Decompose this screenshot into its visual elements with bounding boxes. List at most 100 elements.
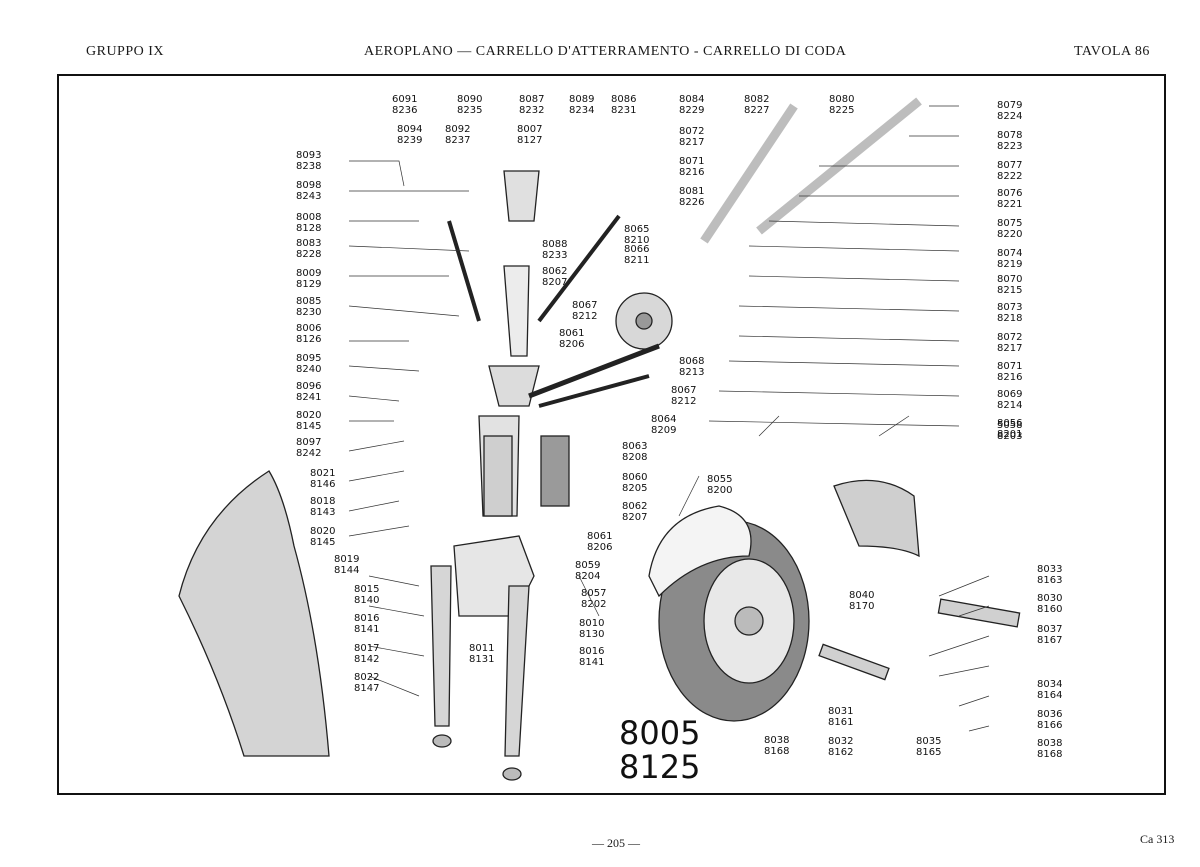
oleo-cylinder xyxy=(483,435,513,517)
part-number: 8035 xyxy=(916,736,942,747)
wheel-cover xyxy=(648,505,752,598)
part-number-alt: 8126 xyxy=(296,334,322,345)
part-number-alt: 8168 xyxy=(1037,749,1063,760)
part-number-alt: 8167 xyxy=(1037,635,1063,646)
part-number: 8017 xyxy=(354,643,380,654)
fork-leg-left xyxy=(430,565,452,727)
part-number-alt: 8214 xyxy=(997,400,1023,411)
part-number-alt: 8213 xyxy=(679,367,705,378)
part-number-alt: 8234 xyxy=(569,105,595,116)
part-number-alt: 8141 xyxy=(579,657,605,668)
part-number-alt: 8206 xyxy=(559,339,585,350)
part-number: 8034 xyxy=(1037,679,1063,690)
part-number: 8067 xyxy=(572,300,598,311)
part-number: 8055 xyxy=(707,474,733,485)
part-number-alt: 8229 xyxy=(679,105,705,116)
part-number-alt: 8228 xyxy=(296,249,322,260)
part-number: 8072 xyxy=(997,332,1023,343)
part-number-alt: 8206 xyxy=(587,542,613,553)
part-number-alt: 8166 xyxy=(1037,720,1063,731)
part-number: 8081 xyxy=(679,186,705,197)
part-number-alt: 8205 xyxy=(622,483,648,494)
part-number-alt: 8129 xyxy=(296,279,322,290)
part-number: 8078 xyxy=(997,130,1023,141)
part-number: 8087 xyxy=(519,94,545,105)
part-number: 5058 xyxy=(997,420,1023,431)
part-number: 8084 xyxy=(679,94,705,105)
axle-nut-left xyxy=(432,734,452,748)
shock-strut-1 xyxy=(700,103,798,244)
part-number-alt: 8240 xyxy=(296,364,322,375)
hub-center xyxy=(734,606,764,636)
part-number: 8080 xyxy=(829,94,855,105)
part-number: 8068 xyxy=(679,356,705,367)
part-number: 8020 xyxy=(310,526,336,537)
part-number-alt: 8242 xyxy=(296,448,322,459)
part-number: 8038 xyxy=(764,735,790,746)
part-number: 8015 xyxy=(354,584,380,595)
part-number-alt: 8220 xyxy=(997,229,1023,240)
part-number: 8066 xyxy=(624,244,650,255)
part-number-alt: 8131 xyxy=(469,654,495,665)
part-number-alt: 8203 xyxy=(997,431,1023,442)
part-number-alt: 8231 xyxy=(611,105,637,116)
part-number: 8062 xyxy=(542,266,568,277)
part-number-alt: 8200 xyxy=(707,485,733,496)
part-number-alt: 8226 xyxy=(679,197,705,208)
part-number-alt: 8217 xyxy=(997,343,1023,354)
assembly-number-bottom: 8125 xyxy=(619,748,701,786)
part-number: 8074 xyxy=(997,248,1023,259)
part-number: 8076 xyxy=(997,188,1023,199)
part-number-alt: 8233 xyxy=(542,250,568,261)
assembly-number-top: 8005 xyxy=(619,714,701,752)
part-number-alt: 8144 xyxy=(334,565,360,576)
part-number: 8038 xyxy=(1037,738,1063,749)
top-cap xyxy=(503,170,540,222)
tail-fork xyxy=(833,479,920,558)
part-number: 8060 xyxy=(622,472,648,483)
part-number-alt: 8225 xyxy=(829,105,855,116)
page-title: AEROPLANO — CARRELLO D'ATTERRAMENTO - CA… xyxy=(364,44,847,59)
part-number-alt: 8219 xyxy=(997,259,1023,270)
part-number: 8016 xyxy=(579,646,605,657)
part-number-alt: 8207 xyxy=(542,277,568,288)
part-number-alt: 8204 xyxy=(575,571,601,582)
part-number: 8098 xyxy=(296,180,322,191)
part-number: 8088 xyxy=(542,239,568,250)
part-number-alt: 8235 xyxy=(457,105,483,116)
part-number-alt: 8130 xyxy=(579,629,605,640)
part-number: 8092 xyxy=(445,124,471,135)
part-number-alt: 8212 xyxy=(671,396,697,407)
part-number: 8011 xyxy=(469,643,495,654)
part-number-alt: 8202 xyxy=(581,599,607,610)
part-number-alt: 8160 xyxy=(1037,604,1063,615)
part-number-alt: 8238 xyxy=(296,161,322,172)
page-number: — 205 — xyxy=(592,836,640,850)
part-number-alt: 8211 xyxy=(624,255,650,266)
part-number-alt: 8218 xyxy=(997,313,1023,324)
